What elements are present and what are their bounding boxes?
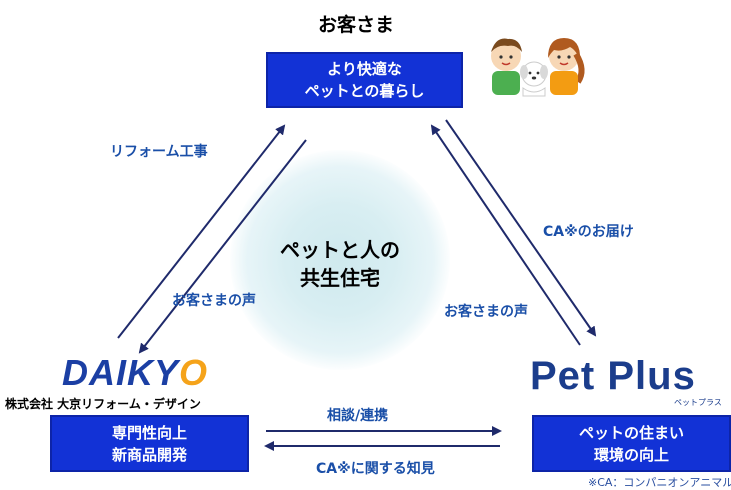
customer-heading: お客さま: [318, 14, 395, 36]
daikyo-logo: DAIKYO: [62, 352, 208, 394]
center-line2: 共生住宅: [300, 266, 380, 290]
petplus-logo-sub: ペットプラス: [674, 398, 722, 407]
label-reform: リフォーム工事: [110, 144, 208, 160]
daikyo-logo-dai: DAI: [62, 352, 127, 393]
arrow-customer-to-petplus: [445, 119, 597, 337]
daikyo-logo-y: Y: [154, 352, 180, 393]
label-voice-left: お客さまの声: [172, 293, 256, 309]
arrow-petplus-to-customer: [430, 124, 581, 346]
customer-box-line2: ペットとの暮らし: [304, 82, 425, 100]
daikyo-box-line1: 専門性向上: [111, 423, 187, 442]
petplus-box: ペットの住まい 環境の向上: [532, 415, 731, 472]
daikyo-box-line2: 新商品開発: [111, 445, 187, 464]
petplus-logo: Pet Plus: [530, 354, 696, 398]
daikyo-company-name: 株式会社 大京リフォーム・デザイン: [5, 397, 201, 411]
center-glow: [230, 150, 450, 370]
daikyo-box: 専門性向上 新商品開発: [50, 415, 249, 472]
petplus-box-line1: ペットの住まい: [578, 423, 684, 442]
daikyo-logo-k: K: [127, 352, 154, 393]
customer-box: より快適な ペットとの暮らし: [266, 52, 463, 108]
label-voice-right: お客さまの声: [444, 304, 528, 320]
center-concept: ペットと人の 共生住宅: [262, 236, 418, 292]
petplus-box-line2: 環境の向上: [593, 445, 669, 464]
daikyo-logo-o: O: [179, 352, 209, 393]
family-with-dog-icon: [491, 38, 585, 97]
arrow-customer-to-daikyo: [138, 139, 307, 354]
label-ca-knowledge: CA※に関する知見: [316, 461, 435, 477]
label-consult: 相談/連携: [327, 408, 389, 424]
center-line1: ペットと人の: [280, 238, 400, 262]
label-ca-delivery: CA※のお届け: [543, 224, 634, 240]
arrow-daikyo-to-customer: [117, 124, 286, 339]
customer-box-line1: より快適な: [327, 60, 402, 78]
ca-footnote: ※CA：コンパニオンアニマル: [588, 476, 731, 489]
